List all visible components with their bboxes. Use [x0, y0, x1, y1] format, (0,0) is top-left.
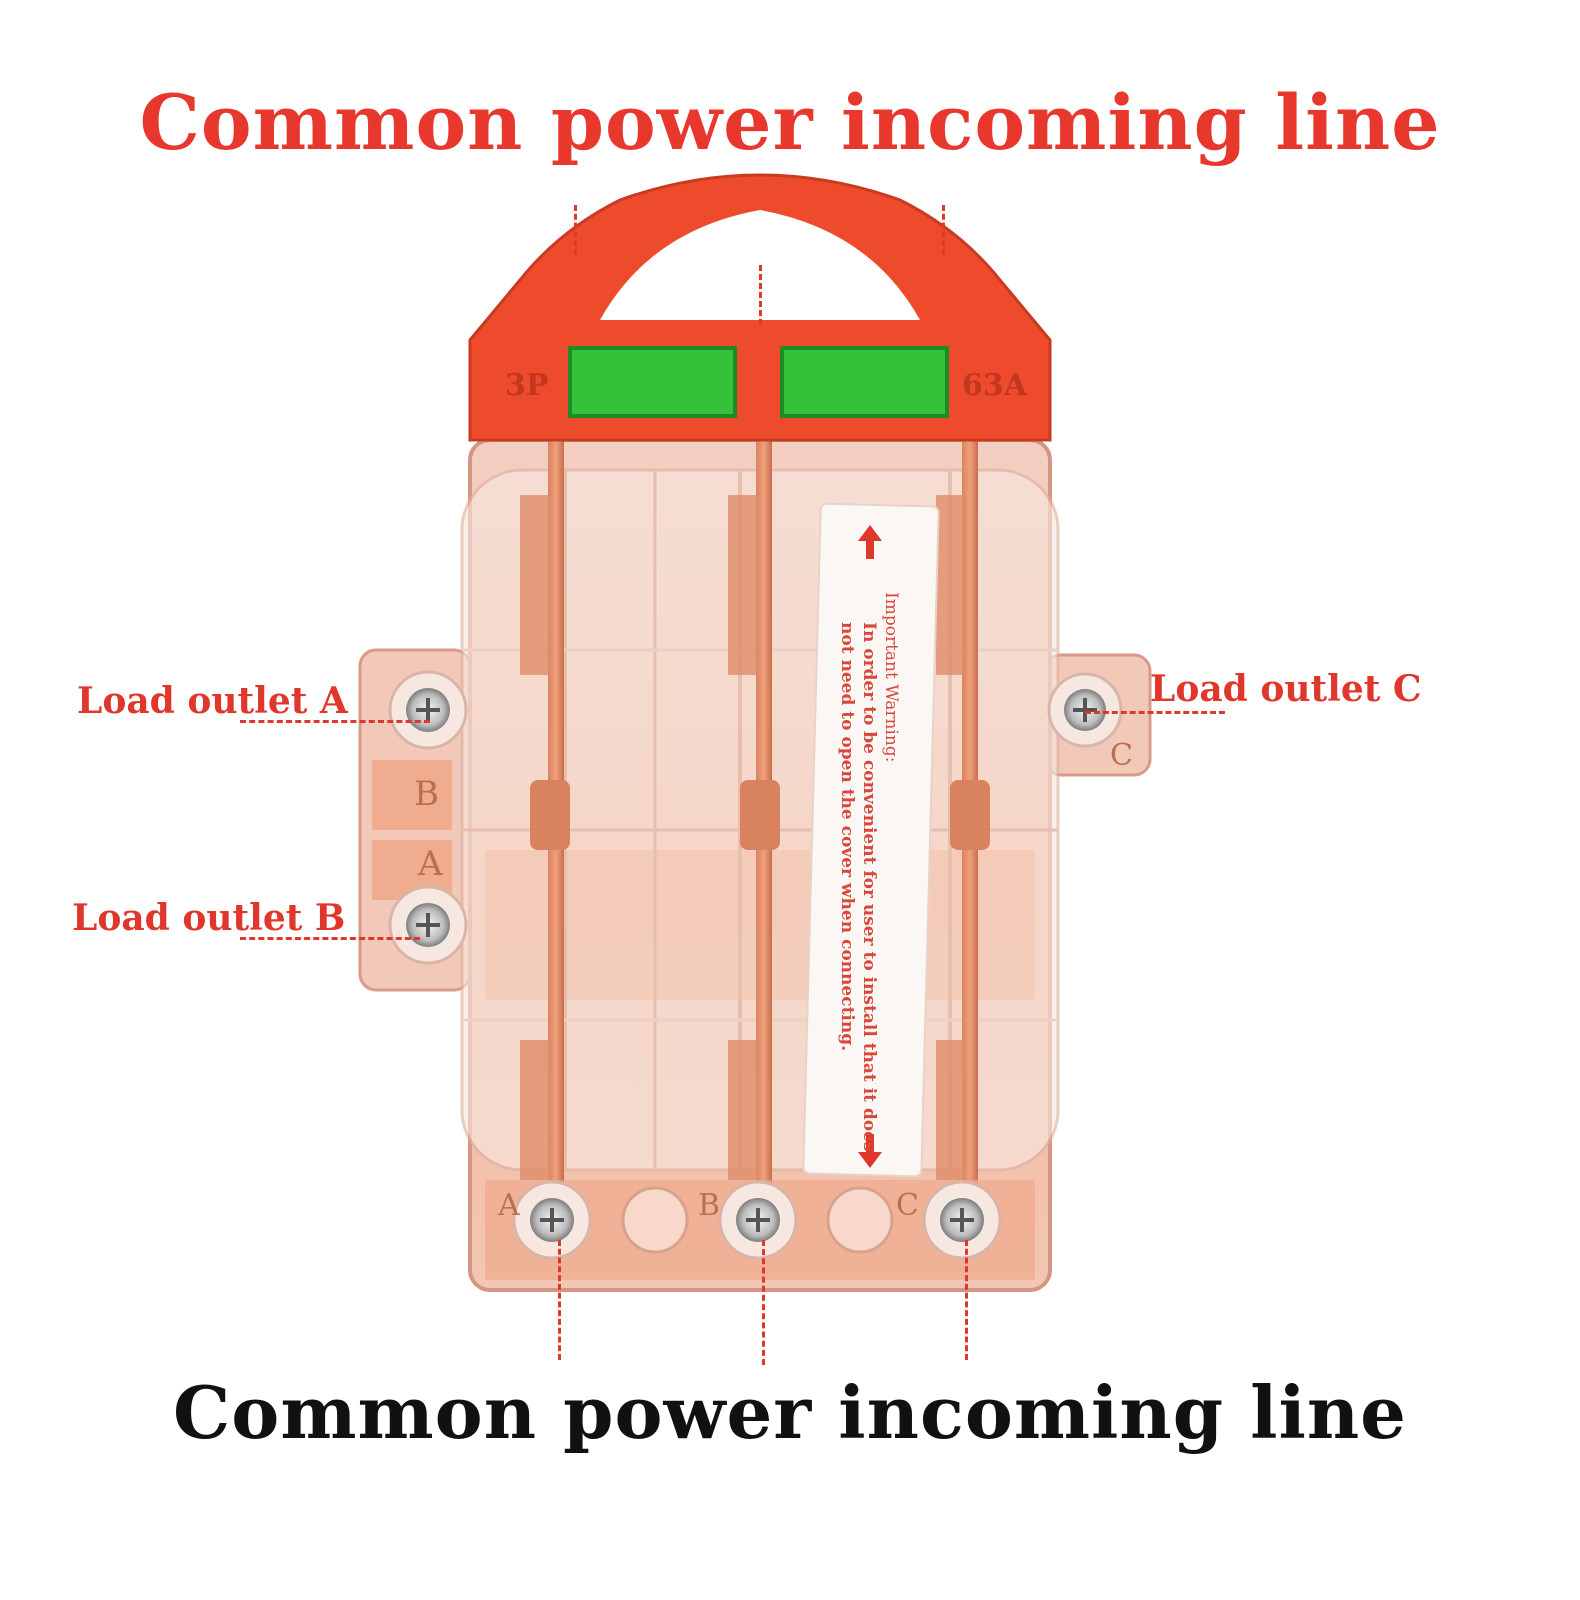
side-letter-a: A: [417, 844, 443, 884]
bottom-letter-c: C: [896, 1188, 919, 1223]
leader-line-bottom-right: [965, 1240, 968, 1360]
warning-title: Important Warning:: [881, 592, 901, 762]
leader-line-outlet-b: [240, 937, 420, 940]
leader-line-bottom-left: [558, 1240, 561, 1360]
bottom-letter-a: A: [497, 1188, 520, 1223]
callout-load-outlet-b: Load outlet B: [72, 897, 346, 939]
callout-load-outlet-a: Load outlet A: [77, 680, 348, 722]
warning-line-1: In order to be convenient for user to in…: [859, 622, 879, 1152]
leader-line-top-left: [574, 205, 577, 255]
callout-load-outlet-c: Load outlet C: [1150, 668, 1422, 710]
leader-line-bottom-center: [762, 1240, 765, 1365]
bottom-heading: Common power incoming line: [172, 1370, 1407, 1455]
leader-line-outlet-c: [1085, 711, 1225, 714]
screw-outlet-c: [1047, 672, 1123, 748]
warning-label: Important Warning: In order to be conven…: [802, 502, 940, 1178]
top-heading: Common power incoming line: [139, 78, 1441, 167]
leader-line-top-right: [942, 205, 945, 255]
bottom-letter-b: B: [698, 1188, 720, 1223]
warning-line-2: not need to open the cover when connecti…: [837, 622, 857, 1051]
rating-poles-mark: 3P: [505, 368, 548, 403]
leader-line-top-center: [759, 265, 762, 325]
side-letter-b: B: [414, 774, 439, 814]
leader-line-outlet-a: [240, 720, 430, 723]
copper-contacts: [520, 440, 990, 1200]
screw-outlet-b: [388, 885, 468, 965]
side-letter-c: C: [1110, 738, 1133, 773]
bottom-terminal-block: A B C: [485, 1180, 1035, 1280]
rating-current-mark: 63A: [962, 368, 1028, 403]
screw-outlet-a: [388, 670, 468, 750]
